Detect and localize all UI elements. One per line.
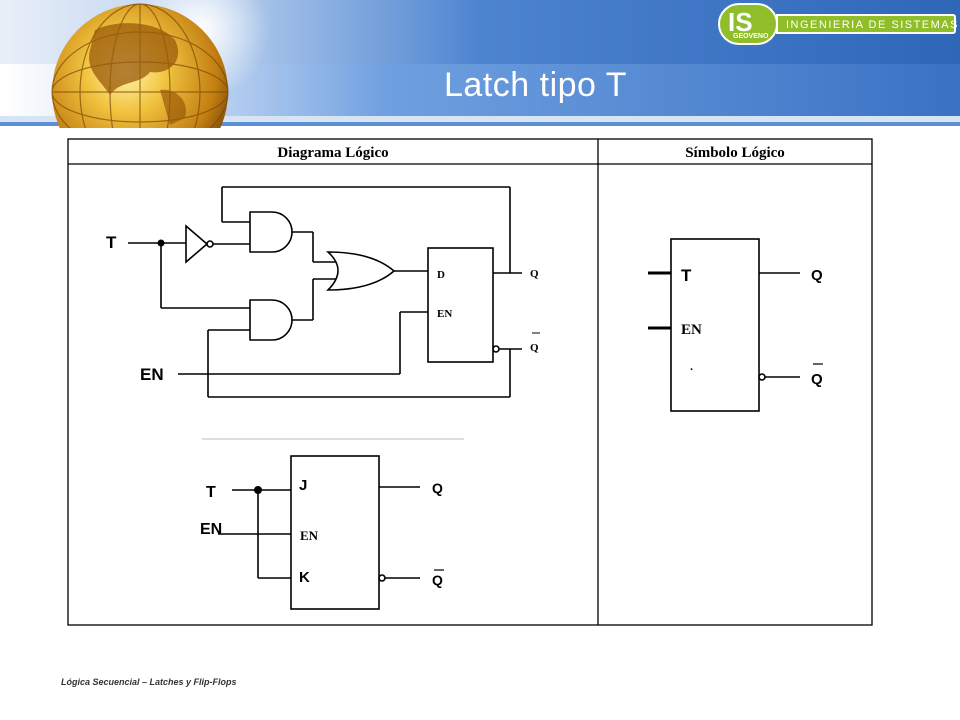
circuit1-output-qbar: Q (530, 342, 539, 354)
circuit1-output-q: Q (530, 268, 539, 280)
logic-symbol: T EN . Q Q (648, 238, 823, 412)
jk-pin-en: EN (300, 528, 319, 543)
jk-latch-box (290, 455, 380, 610)
circuit1-input-en: EN (140, 365, 164, 384)
slide-footer: Lógica Secuencial – Latches y Flip-Flops (61, 677, 237, 687)
col-header-diagrama: Diagrama Lógico (277, 145, 388, 161)
circuit2-input-t: T (206, 484, 216, 501)
slide-title: Latch tipo T (444, 66, 628, 104)
not-gate (185, 224, 209, 264)
jk-pin-k: K (299, 569, 310, 586)
symbol-box (670, 238, 760, 412)
symbol-dot: . (690, 361, 693, 373)
circuit-jk-diagram: T EN J EN K Q Q (200, 455, 444, 610)
and-gate-bottom (249, 299, 293, 341)
and-gate-top (249, 211, 293, 253)
latch-pin-d: D (437, 269, 445, 281)
circuit-gate-diagram: T EN D EN Q Q (106, 186, 540, 398)
d-latch-box (427, 247, 494, 363)
circuit1-input-t: T (106, 233, 117, 252)
symbol-output-q: Q (811, 267, 823, 284)
logo-bar: INGENIERIA DE SISTEMAS (776, 14, 959, 34)
logo-text: INGENIERIA DE SISTEMAS (786, 19, 959, 31)
col-header-simbolo: Símbolo Lógico (685, 145, 785, 161)
symbol-pin-en: EN (681, 322, 702, 338)
circuit2-output-qbar: Q (432, 572, 443, 588)
jk-pin-j: J (299, 477, 307, 494)
symbol-output-qbar: Q (811, 371, 823, 388)
circuit2-input-en: EN (200, 521, 222, 538)
brand-logo: IS GEOVENO INGENIERIA DE SISTEMAS (718, 3, 958, 47)
or-gate (325, 251, 396, 291)
logo-subtext: GEOVENO (733, 33, 769, 40)
table-border (67, 138, 873, 626)
logo-badge: IS GEOVENO (718, 3, 778, 45)
logo-mark: IS (728, 7, 753, 37)
symbol-pin-t: T (681, 266, 692, 285)
circuit2-output-q: Q (432, 480, 443, 496)
latch-pin-en: EN (437, 308, 452, 320)
